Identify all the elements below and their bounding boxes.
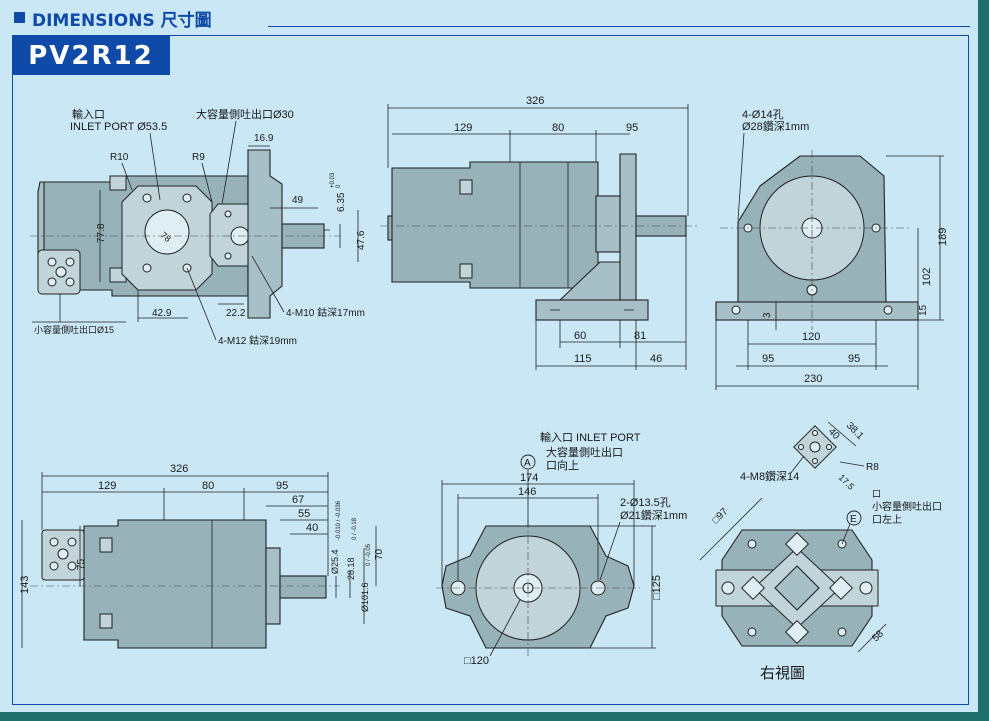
dim-16-9: 16.9 [254,133,274,144]
section-title: DIMENSIONS 尺寸圖 [32,11,212,31]
dim-22-2: 22.2 [226,308,246,319]
right-label-e: E [850,514,857,525]
port-dim-146: 146 [518,486,536,498]
front-dim-95: 95 [626,122,638,134]
end-dim-189: 189 [937,228,949,246]
end-dim-230: 230 [804,373,822,385]
end-dim-95a: 95 [762,353,774,365]
right-dim-58: 58 [870,628,886,644]
end-dim-120: 120 [802,331,820,343]
bottom-dim-25-4: Ø25.4 [330,549,340,574]
large-outlet: 大容量側吐出口Ø30 [196,107,294,121]
right-m8: 4-M8鑽深14 [740,469,799,483]
end-holes: 4-Ø14孔 [742,108,784,121]
bottom-dim-143: 143 [19,576,31,594]
m10-note: 4-M10 鈷深17mm [286,306,365,319]
small-outlet: 小容量側吐出口Ø15 [34,324,114,335]
right-small-outlet-1: 口 [872,489,881,499]
right-sq97: □97 [710,506,730,526]
right-dim-17-5: 17.5 [837,472,856,491]
dim-78: 78 [159,230,173,244]
right-small-outlet-2: 小容量側吐出口 [872,500,942,513]
end-dim-102: 102 [921,268,933,286]
port-sq125: □125 [651,575,663,600]
front-dim-326: 326 [526,95,544,107]
model-tab: PV2R12 [12,35,170,75]
end-dim-3: 3 [762,312,773,318]
front-dim-80: 80 [552,122,564,134]
bottom-view: 326 129 80 95 67 55 40 Ø25.4 -0.010 / -0… [19,463,385,649]
port-large-outlet: 大容量側吐出口 [546,445,623,459]
bottom-dim-326: 326 [170,463,188,475]
bottom-tol-101-6: 0 / -0.05 [366,543,372,566]
inlet-port-cn: 輸入口 [72,107,105,121]
front-dim-81: 81 [634,330,646,342]
port-up: 口向上 [546,458,579,472]
front-dim-115: 115 [574,353,592,365]
bottom-dim-55: 55 [298,508,310,520]
right-r8: R8 [866,462,879,473]
right-left-up: 口左上 [872,513,902,526]
dim-77-8: 77.8 [96,223,107,243]
dim-42-9: 42.9 [152,308,172,319]
tol-6-35-dn: 0 [336,184,342,188]
end-dim-95b: 95 [848,353,860,365]
end-spot: Ø28鑽深1mm [742,119,809,133]
dim-49: 49 [292,195,304,206]
bottom-dim-80: 80 [202,480,214,492]
bottom-dim-67: 67 [292,494,304,506]
port-label-a: A [524,458,531,469]
drawing-frame [12,35,969,705]
technical-drawing: 77.8 6.35 +0.03 0 47.6 49 16.9 42.9 22.2… [19,95,949,682]
bottom-dim-40: 40 [306,522,318,534]
bottom-dim-95: 95 [276,480,288,492]
bottom-dim-101-6: Ø101.6 [360,582,370,612]
dim-6-35: 6.35 [336,192,347,212]
m12-note: 4-M12 鈷深19mm [218,334,297,347]
dim-47-6: 47.6 [356,230,367,250]
end-dim-15: 15 [918,304,929,316]
right-caption: 右視圖 [760,665,805,682]
port-view: 輸入口 INLET PORT 大容量側吐出口 口向上 A 174 146 2-Ø… [436,430,687,667]
bottom-dim-28-18: 28.18 [346,557,356,580]
right-view: 38.1 40 R8 17.5 4-M8鑽深14 口 小容量側吐出口 口左上 E… [699,420,942,682]
end-view: 4-Ø14孔 Ø28鑽深1mm 189 102 15 3 120 95 95 2… [715,108,949,390]
header-rule [268,26,970,27]
radius-r10: R10 [110,152,129,163]
front-view: 326 129 80 95 60 81 115 46 [380,95,700,370]
front-dim-60: 60 [574,330,586,342]
bottom-tol-25-4: -0.010 / -0.036 [336,500,342,540]
inlet-port: INLET PORT Ø53.5 [70,121,167,133]
front-dim-46: 46 [650,353,662,365]
header-bullet [14,12,25,23]
bottom-tol-28-18: 0 / -0.18 [352,517,358,540]
bottom-dim-75: 75 [76,558,87,570]
bottom-dim-129: 129 [98,480,116,492]
radius-r9: R9 [192,152,205,163]
model-name: PV2R12 [28,41,154,71]
port-inlet: 輸入口 INLET PORT [540,430,641,444]
port-sq120: □120 [464,655,489,667]
port-holes: 2-Ø13.5孔 [620,496,671,509]
side-view: 77.8 6.35 +0.03 0 47.6 49 16.9 42.9 22.2… [30,107,367,347]
tol-6-35-up: +0.03 [330,172,336,188]
port-spot: Ø21鑽深1mm [620,508,687,522]
front-dim-129: 129 [454,122,472,134]
port-dim-174: 174 [520,472,538,484]
bottom-dim-70: 70 [374,548,385,560]
